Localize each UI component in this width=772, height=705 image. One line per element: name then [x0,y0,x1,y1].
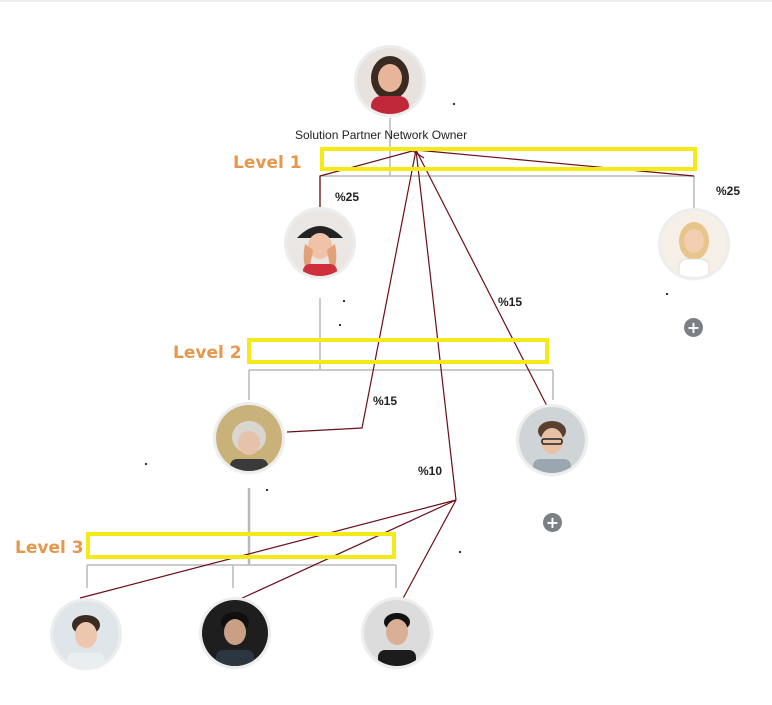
level1-member-left-avatar[interactable] [287,210,353,276]
person-icon [53,601,119,667]
artifact-dot [453,103,455,105]
level-2-label: Level 2 [173,343,242,363]
person-icon [202,600,268,666]
artifact-dot [145,463,147,465]
person-icon [364,600,430,666]
artifact-dot [266,489,268,491]
level-1-box [320,147,697,171]
level3-member-b-avatar[interactable] [202,600,268,666]
level-1-label: Level 1 [233,153,302,173]
level1-member-right-avatar[interactable] [661,211,727,277]
commission-line-level3-a [79,499,457,599]
person-icon [519,407,585,473]
commission-line-level1-left [319,149,417,210]
level2-member-left-avatar[interactable] [216,405,282,471]
commission-line-level2-left [286,149,417,433]
artifact-dot [343,300,345,302]
artifact-dot [666,293,668,295]
level3-member-c-avatar[interactable] [364,600,430,666]
commission-line-level2-right [415,149,549,409]
commission-line-level3-b [237,499,457,601]
level-2-box [247,338,549,364]
level-3-label: Level 3 [15,538,84,558]
person-icon [216,405,282,471]
commission-line-level3-hub [415,149,457,501]
top-divider [0,0,772,2]
artifact-dot [339,324,341,326]
commission-line-level1-right [415,149,695,177]
level2-member-right-avatar[interactable] [519,407,585,473]
artifact-dot [459,551,461,553]
commission-level1-left: %25 [335,190,360,204]
commission-level2-left: %15 [373,394,398,408]
tree-connectors [86,118,695,588]
owner-title: Solution Partner Network Owner [295,128,468,142]
person-icon [357,48,423,114]
commission-line-level3-c [399,499,457,605]
person-icon [661,211,727,277]
add-member-plus-icon[interactable]: + [543,513,562,532]
person-icon [287,210,353,276]
commission-level1-right: %25 [716,184,741,198]
owner-avatar[interactable] [357,48,423,114]
level-3-box [86,532,396,559]
commission-lines [79,147,695,605]
commission-level2-right: %15 [498,295,523,309]
add-member-plus-icon[interactable]: + [684,318,703,337]
level3-member-a-avatar[interactable] [53,601,119,667]
commission-level3: %10 [418,464,443,478]
